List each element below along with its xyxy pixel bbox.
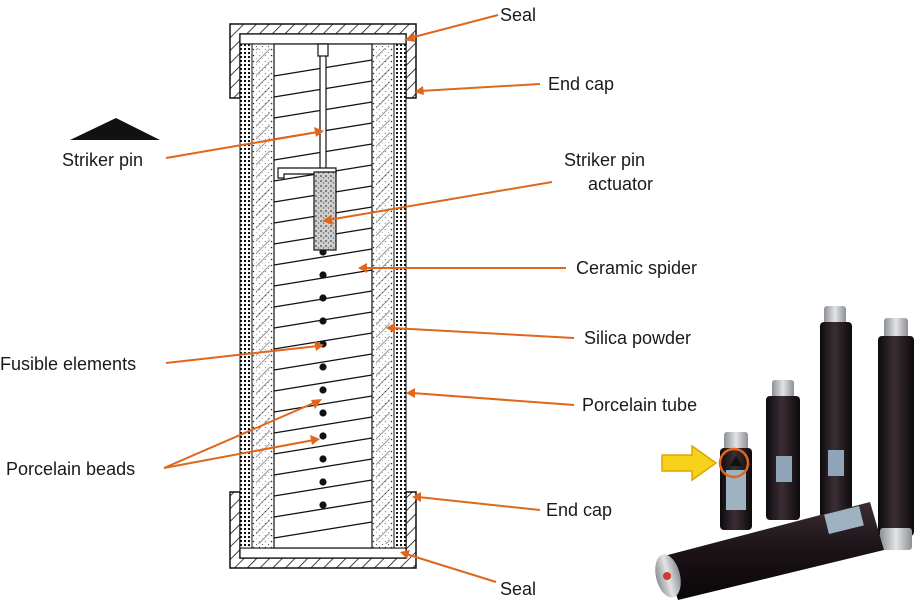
label-fusible-elements: Fusible elements [0, 354, 136, 374]
helix-wire [273, 416, 373, 434]
helix-wire [273, 437, 373, 455]
ceramic-spider-left [256, 48, 270, 544]
helix-wire [273, 458, 373, 476]
leader-lines [163, 14, 575, 583]
porcelain-bead [319, 271, 327, 279]
seal-top-shape [239, 33, 407, 45]
label-seal-bottom: Seal [500, 579, 536, 599]
label-striker-pin-actuator-1: Striker pin [564, 150, 645, 170]
porcelain-bead [319, 317, 327, 325]
label-silica-powder: Silica powder [584, 328, 691, 348]
fuse-cross-section [229, 23, 417, 569]
fuse-unit-lying [655, 502, 884, 600]
label-seal-top: Seal [500, 5, 536, 25]
porcelain-bead [319, 455, 327, 463]
seal-bottom-shape [239, 547, 407, 559]
label-end-cap-bottom: End cap [546, 500, 612, 520]
label-striker-pin-actuator-2: actuator [588, 174, 653, 194]
labels: Seal End cap Striker pin Striker pin act… [0, 5, 697, 599]
helix-wire [273, 374, 373, 392]
porcelain-bead [319, 501, 327, 509]
fuse-unit-3 [766, 380, 800, 520]
porcelain-bead [319, 478, 327, 486]
striker-highlight-ring [718, 447, 750, 479]
helix-wire [273, 248, 373, 266]
fuse-unit-5 [878, 318, 914, 550]
yellow-pointer-arrow-icon [661, 444, 718, 482]
fuse-unit-4 [820, 306, 852, 518]
porcelain-bead [319, 432, 327, 440]
porcelain-bead [319, 409, 327, 417]
striker-pin-actuator-shape [313, 171, 337, 251]
helix-wire [273, 521, 373, 539]
label-ceramic-spider: Ceramic spider [576, 258, 697, 278]
helix-wire [273, 353, 373, 371]
striker-pin-shape [319, 43, 327, 173]
helix-wire [273, 479, 373, 497]
ceramic-spider-right [376, 48, 390, 544]
fuse-unit-2 [720, 432, 752, 530]
porcelain-bead [319, 386, 327, 394]
label-striker-pin: Striker pin [62, 150, 143, 170]
porcelain-bead [319, 363, 327, 371]
label-end-cap-top: End cap [548, 74, 614, 94]
label-porcelain-beads: Porcelain beads [6, 459, 135, 479]
label-porcelain-tube: Porcelain tube [582, 395, 697, 415]
striker-pin-indicator-icon [70, 118, 160, 140]
porcelain-tube-right [393, 43, 407, 549]
fuse-photo [655, 306, 914, 600]
helix-wire [273, 500, 373, 518]
helix-wire [273, 395, 373, 413]
porcelain-tube-left [239, 43, 253, 549]
porcelain-bead [319, 294, 327, 302]
